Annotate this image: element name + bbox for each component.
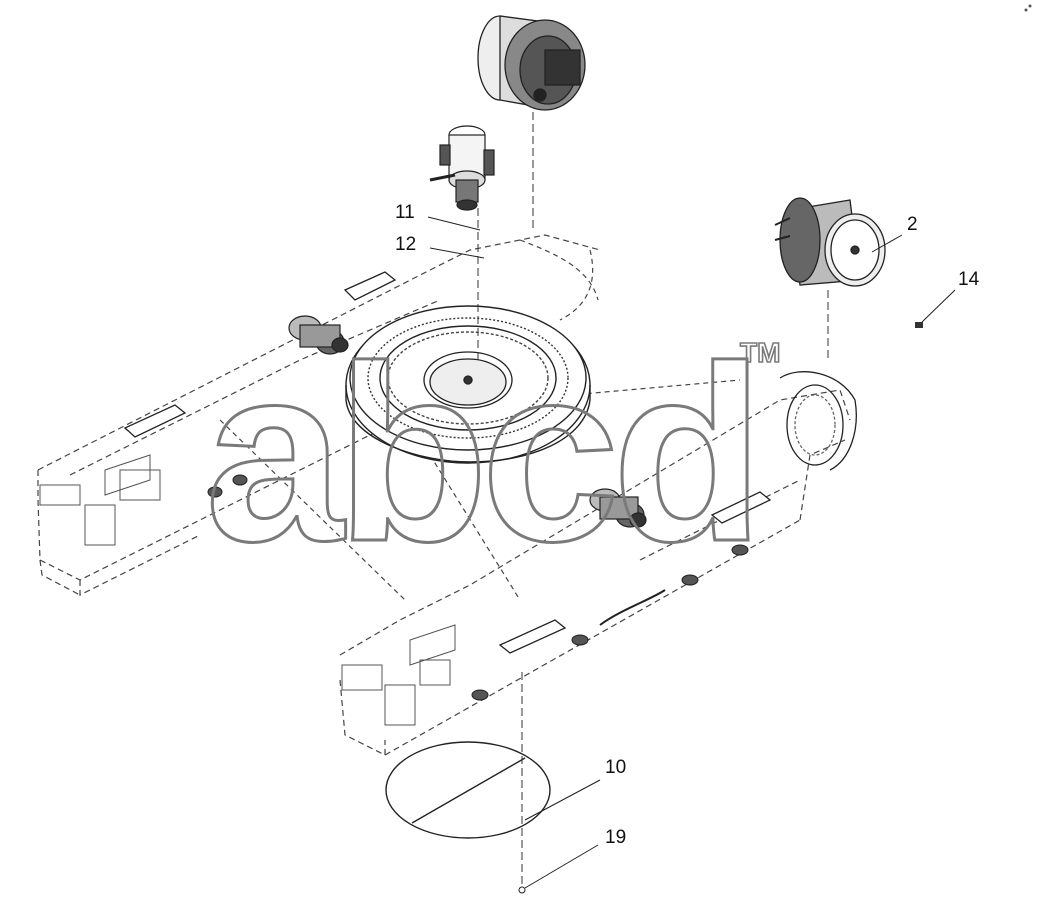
callout-12: 12: [395, 234, 416, 255]
watermark-trademark: TM: [740, 337, 780, 368]
carrier-roller-right: [589, 488, 647, 528]
callout-10: 10: [605, 757, 626, 778]
corner-mark: [1024, 4, 1032, 12]
leader-centerlines: [477, 112, 829, 885]
undercarriage-frame: [37, 234, 851, 756]
watermark: abcd TM: [204, 313, 782, 595]
callout-leaders: [427, 216, 956, 889]
seal-plate: [385, 741, 551, 839]
sprocket-housing-right: [779, 371, 857, 471]
bolt-14: [915, 322, 923, 328]
travel-motor-right: [774, 197, 886, 287]
watermark-text: abcd: [205, 314, 757, 593]
slewing-ring: [345, 305, 591, 464]
callout-19: 19: [605, 827, 626, 848]
callout-2: 2: [907, 214, 918, 235]
slewing-center: [423, 351, 513, 409]
bolt-19: [518, 886, 526, 894]
callout-labels: 11 12 2 14 10 19: [395, 202, 980, 848]
track-guards: [123, 271, 772, 654]
track-rollers: [207, 474, 749, 701]
carrier-roller-left: [288, 315, 349, 355]
callout-11: 11: [395, 202, 415, 223]
rotary-joint: [429, 125, 495, 211]
callout-14: 14: [958, 269, 980, 290]
travel-motor-top: [477, 15, 586, 111]
